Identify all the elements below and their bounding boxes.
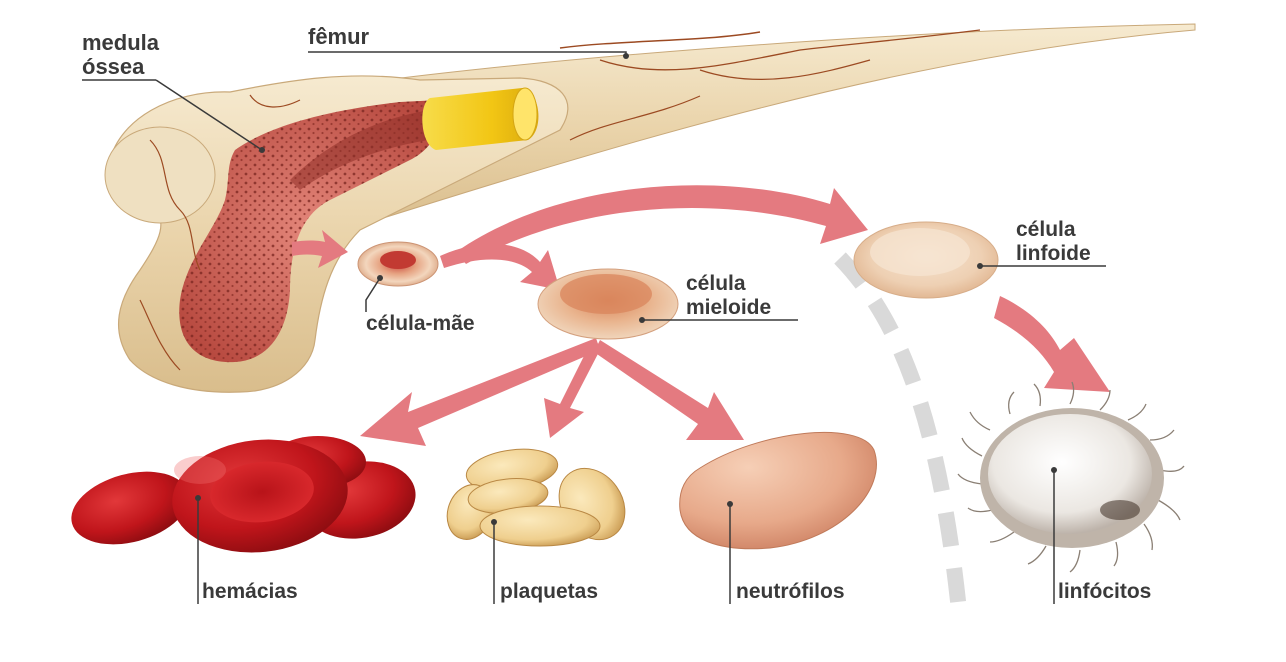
label-mieloide-line1: célula xyxy=(686,272,746,295)
arrow-myeloid-to-neutrophil xyxy=(594,340,744,440)
neutrophil xyxy=(679,431,877,550)
label-medula-line2: óssea xyxy=(82,54,145,79)
label-hemacias: hemácias xyxy=(202,580,298,603)
label-neutrofilos: neutrófilos xyxy=(736,580,845,603)
lymphocyte xyxy=(957,381,1185,573)
leader-celula-mae xyxy=(365,277,381,312)
platelets xyxy=(446,448,626,547)
myeloid-cell xyxy=(537,268,679,340)
leader-femur xyxy=(308,51,627,56)
label-femur: fêmur xyxy=(308,24,370,49)
label-linfocitos: linfócitos xyxy=(1058,580,1151,603)
arrow-stem-to-lymphoid xyxy=(456,185,868,264)
arrow-lymphoid-to-lymphocyte xyxy=(994,296,1110,392)
arrow-bone-to-stem xyxy=(292,230,348,268)
arrow-myeloid-to-platelet xyxy=(544,340,602,438)
red-blood-cells xyxy=(71,436,416,553)
leader-medula xyxy=(155,79,263,151)
dashed-guide-curve xyxy=(834,252,968,621)
label-plaquetas: plaquetas xyxy=(500,580,598,603)
label-mieloide-line2: mieloide xyxy=(686,296,771,319)
lymphoid-cell xyxy=(853,221,999,299)
labels: medula óssea fêmur célula-mãe célula mie… xyxy=(82,24,1151,604)
arrows xyxy=(292,185,1110,446)
label-linfoide-line2: linfoide xyxy=(1016,242,1091,265)
femur-bone xyxy=(104,23,1196,393)
stem-cell xyxy=(357,241,439,287)
label-linfoide-line1: célula xyxy=(1016,218,1076,241)
arrow-myeloid-to-rbc xyxy=(360,338,600,446)
label-medula-line1: medula xyxy=(82,30,160,55)
label-celula-mae: célula-mãe xyxy=(366,312,475,335)
